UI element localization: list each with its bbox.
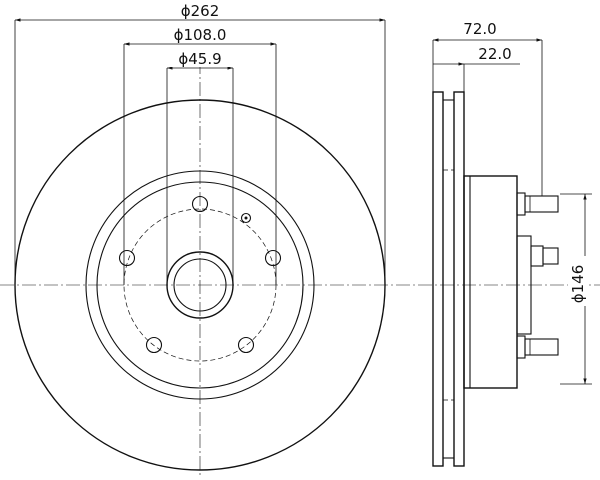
dimension-overall-height: 72.0 (432, 20, 543, 196)
wheel-stud (516, 192, 559, 216)
dimension-outer-diameter: ϕ262 (14, 2, 386, 285)
hub-diameter-label: ϕ146 (569, 265, 587, 304)
locator-hole-center (244, 216, 248, 220)
outer-diameter-label: ϕ262 (181, 2, 220, 20)
bolt-hole (145, 336, 163, 354)
disc-inner-plate (432, 91, 444, 467)
dimension-disc-thickness: 22.0 (433, 45, 520, 92)
locator-hole (240, 212, 252, 224)
dimension-center-bore: ϕ45.9 (166, 50, 234, 285)
dimension-hub-diameter: ϕ146 (560, 193, 592, 385)
bolt-hole (118, 249, 136, 267)
front-view (0, 60, 600, 478)
side-view (432, 91, 559, 467)
hat-inner-ring (96, 181, 304, 389)
center-bore-label: ϕ45.9 (178, 50, 221, 68)
disc-outer-plate (453, 91, 465, 467)
disc-thickness-label: 22.0 (478, 45, 511, 63)
center-bore-inner (173, 258, 227, 312)
pcd-diameter-label: ϕ108.0 (174, 26, 227, 44)
dimension-pcd: ϕ108.0 (123, 25, 277, 285)
overall-height-label: 72.0 (463, 20, 496, 38)
wheel-stud (516, 235, 559, 335)
bolt-hole (191, 195, 209, 213)
bolt-hole (264, 249, 282, 267)
hat-outer-ring (85, 170, 315, 400)
wheel-stud (516, 335, 559, 359)
bolt-hole (237, 336, 255, 354)
hub-body (463, 175, 518, 389)
